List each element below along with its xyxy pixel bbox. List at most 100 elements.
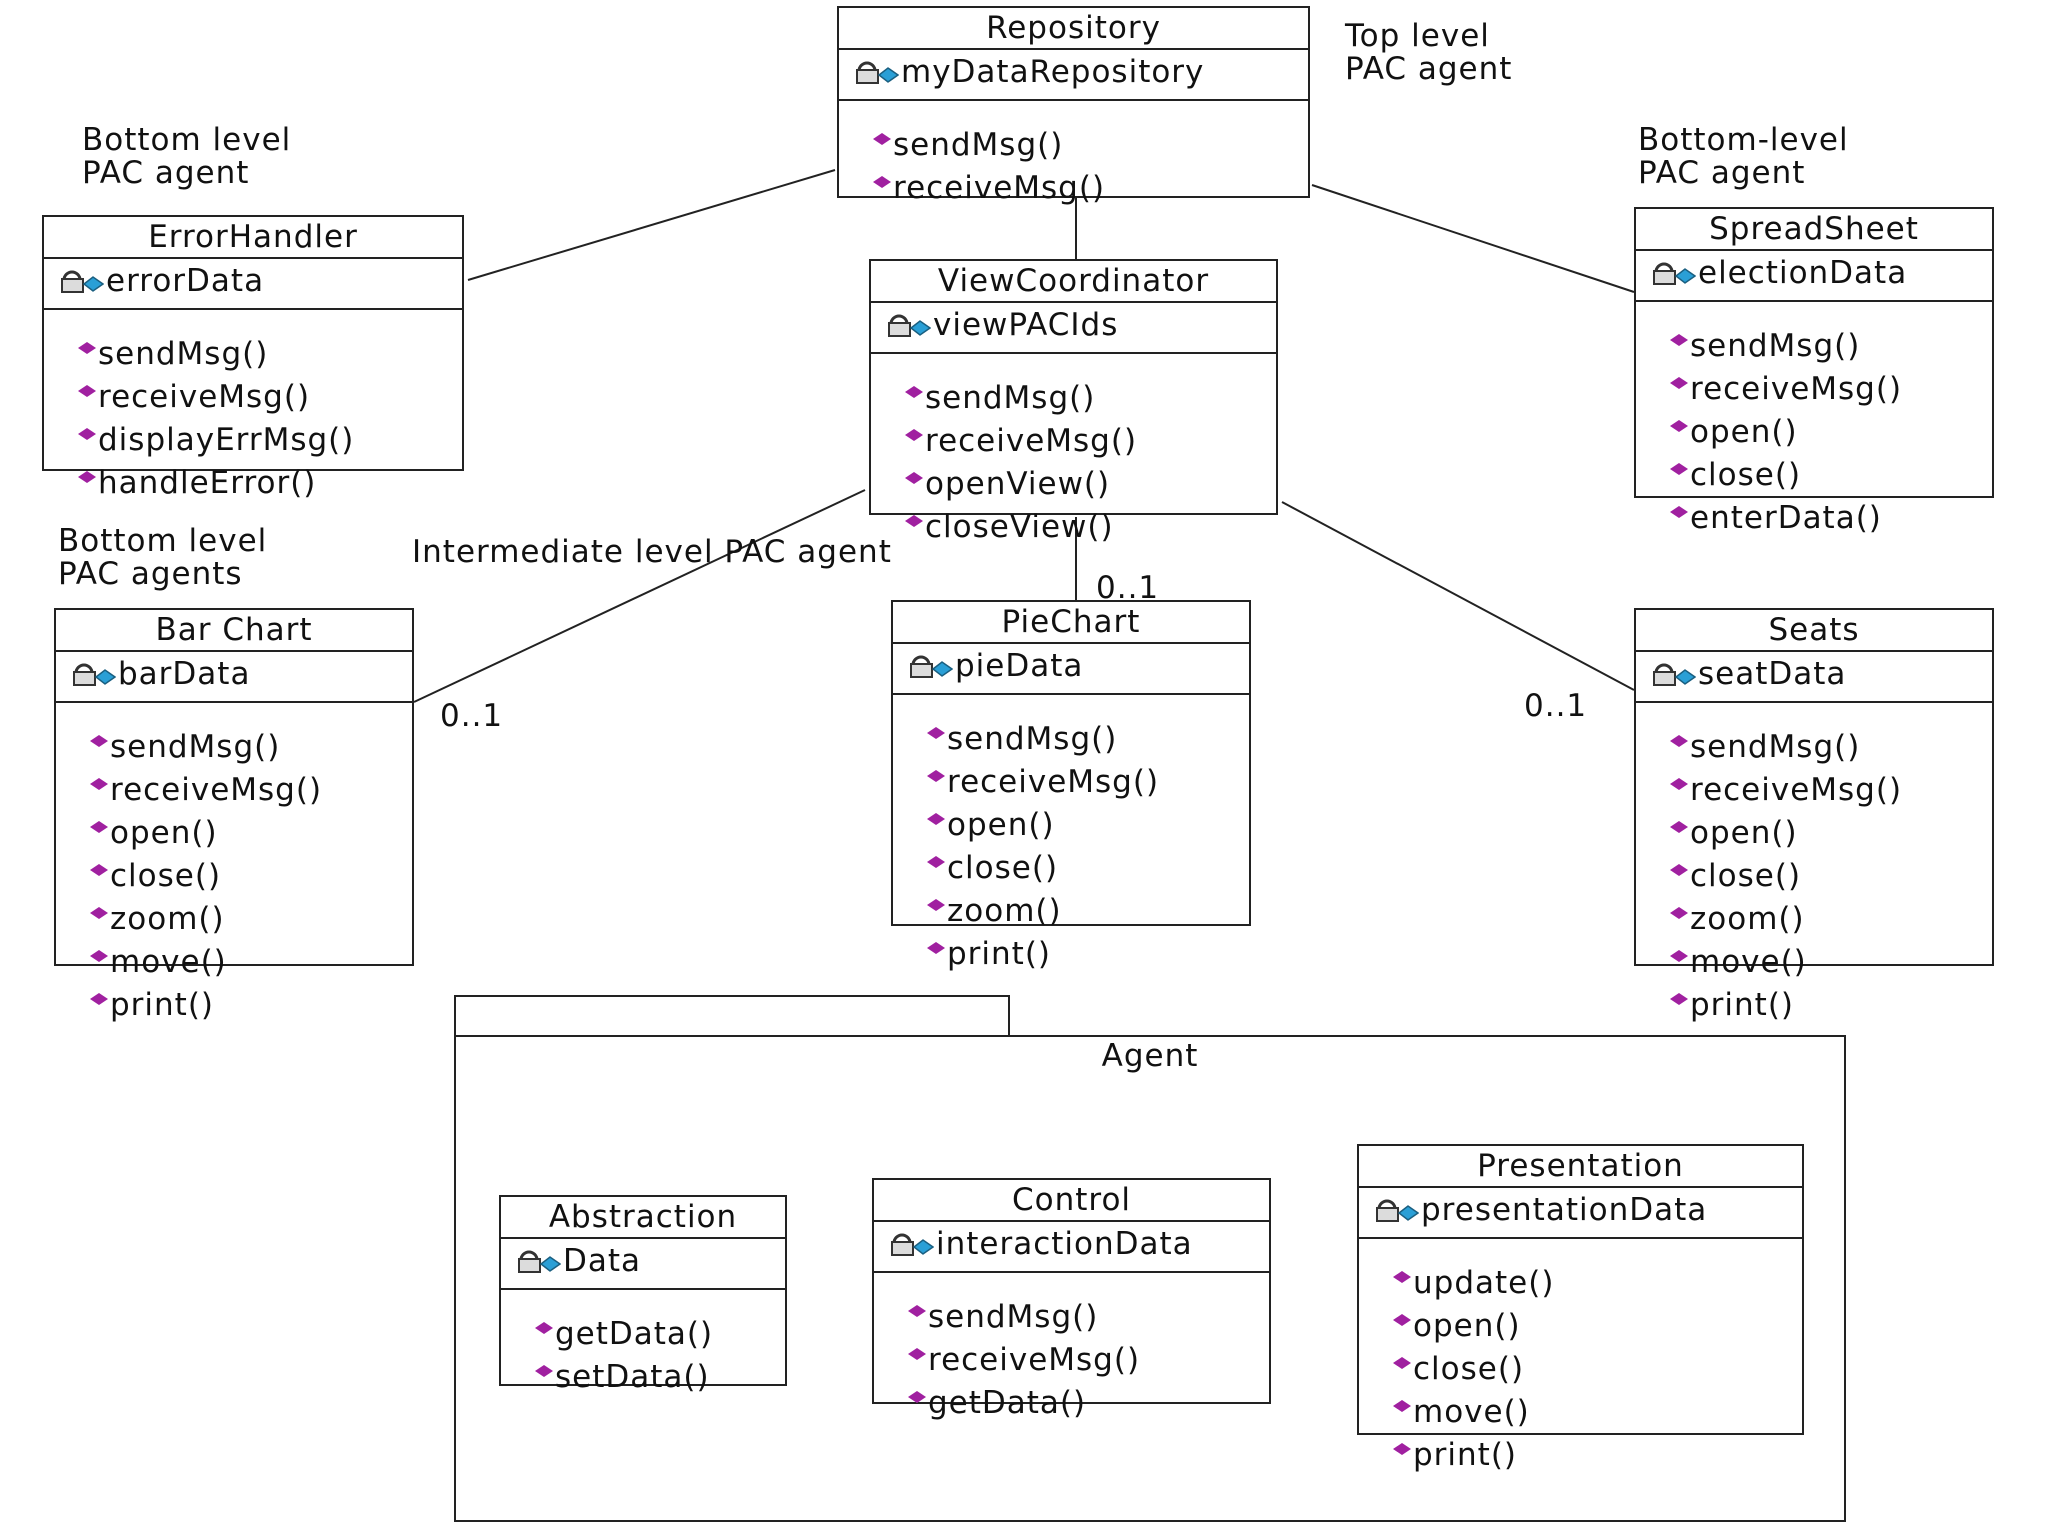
operation-row: open() — [1670, 406, 1992, 449]
public-operation-icon — [1670, 320, 1688, 346]
operation-row: print() — [1393, 1429, 1802, 1472]
operation-sendmsg: sendMsg() — [98, 336, 269, 372]
public-operation-icon — [90, 893, 108, 919]
operation-close: close() — [1690, 457, 1802, 493]
operation-receivemsg: receiveMsg() — [893, 170, 1106, 206]
public-operation-icon — [927, 885, 945, 911]
operation-handleerror: handleError() — [98, 465, 317, 501]
label-intermediate: Intermediate level PAC agent — [412, 534, 892, 570]
public-operation-icon — [873, 162, 891, 188]
attribute-viewpacids: viewPACIds — [933, 307, 1119, 343]
public-operation-icon — [927, 713, 945, 739]
operation-row: move() — [1393, 1386, 1802, 1429]
private-attribute-icon — [909, 651, 954, 679]
operation-row: zoom() — [90, 893, 412, 936]
attribute-presentationdata: presentationData — [1421, 1192, 1708, 1228]
operation-row: sendMsg() — [908, 1291, 1269, 1334]
operation-receivemsg: receiveMsg() — [947, 764, 1160, 800]
class-viewcoordinator[interactable]: ViewCoordinator viewPACIds sendMsg() receiv… — [869, 259, 1278, 544]
public-operation-icon — [927, 928, 945, 954]
operation-receivemsg: receiveMsg() — [110, 772, 323, 808]
operation-row: sendMsg() — [927, 713, 1249, 756]
attribute-compartment: electionData — [1636, 251, 1992, 302]
label-bottom-level-right: Bottom-level PAC agent — [1638, 122, 1849, 191]
operation-row: close() — [90, 850, 412, 893]
private-attribute-icon — [72, 659, 117, 687]
assoc-viewcoordinator-barchart — [413, 489, 866, 703]
operation-row: receiveMsg() — [927, 756, 1249, 799]
private-attribute-icon — [1652, 258, 1697, 286]
operation-sendmsg: sendMsg() — [1690, 328, 1861, 364]
assoc-repository-spreadsheet — [1311, 184, 1635, 293]
operation-sendmsg: sendMsg() — [893, 127, 1064, 163]
attribute-row: Data — [517, 1245, 785, 1278]
private-attribute-icon — [1652, 659, 1697, 687]
assoc-viewcoordinator-seats — [1281, 501, 1635, 691]
attribute-compartment: seatData — [1636, 652, 1992, 703]
operation-row: closeView() — [905, 501, 1276, 544]
operation-row: close() — [927, 842, 1249, 885]
attribute-row: myDataRepository — [855, 56, 1308, 89]
class-name: Bar Chart — [56, 610, 412, 652]
label-bottom-level-left: Bottom level PAC agent — [82, 122, 292, 191]
operation-move: move() — [1413, 1394, 1530, 1430]
public-operation-icon — [905, 415, 923, 441]
operation-close: close() — [947, 850, 1059, 886]
operation-row: update() — [1393, 1257, 1802, 1300]
operation-receivemsg: receiveMsg() — [925, 423, 1138, 459]
attribute-row: viewPACIds — [887, 309, 1276, 342]
operation-row: receiveMsg() — [905, 415, 1276, 458]
operation-row: sendMsg() — [873, 119, 1308, 162]
operation-row: sendMsg() — [1670, 721, 1992, 764]
operation-row: open() — [90, 807, 412, 850]
class-name: ViewCoordinator — [871, 261, 1276, 303]
attribute-row: pieData — [909, 650, 1249, 683]
label-top-level: Top level PAC agent — [1345, 18, 1513, 87]
operation-row: setData() — [535, 1351, 785, 1394]
operation-row: displayErrMsg() — [78, 414, 462, 457]
public-operation-icon — [1670, 850, 1688, 876]
operation-compartment: sendMsg()receiveMsg()openView()closeView… — [871, 354, 1276, 552]
attribute-compartment: Data — [501, 1239, 785, 1290]
public-operation-icon — [1393, 1429, 1411, 1455]
public-operation-icon — [78, 328, 96, 354]
public-operation-icon — [90, 936, 108, 962]
operation-sendmsg: sendMsg() — [928, 1299, 1099, 1335]
operation-row: close() — [1670, 449, 1992, 492]
operation-row: open() — [927, 799, 1249, 842]
operation-row: open() — [1393, 1300, 1802, 1343]
attribute-electiondata: electionData — [1698, 255, 1908, 291]
operation-row: getData() — [908, 1377, 1269, 1420]
operation-row: sendMsg() — [1670, 320, 1992, 363]
public-operation-icon — [927, 799, 945, 825]
attribute-compartment: presentationData — [1359, 1188, 1802, 1239]
private-attribute-icon — [890, 1229, 935, 1257]
class-name: Seats — [1636, 610, 1992, 652]
operation-row: sendMsg() — [905, 372, 1276, 415]
attribute-compartment: viewPACIds — [871, 303, 1276, 354]
public-operation-icon — [927, 756, 945, 782]
public-operation-icon — [90, 850, 108, 876]
operation-print: print() — [1413, 1437, 1518, 1473]
operation-open: open() — [1690, 414, 1798, 450]
operation-getdata: getData() — [928, 1385, 1087, 1421]
attribute-row: interactionData — [890, 1228, 1269, 1261]
multiplicity-seats: 0..1 — [1524, 688, 1588, 724]
operation-row: receiveMsg() — [1670, 764, 1992, 807]
public-operation-icon — [1670, 893, 1688, 919]
operation-row: enterData() — [1670, 492, 1992, 535]
operation-compartment: sendMsg()receiveMsg()open()close()zoom()… — [56, 703, 412, 1030]
operation-print: print() — [947, 936, 1052, 972]
operation-row: sendMsg() — [78, 328, 462, 371]
operation-close: close() — [1690, 858, 1802, 894]
operation-compartment: getData()setData() — [501, 1290, 785, 1402]
